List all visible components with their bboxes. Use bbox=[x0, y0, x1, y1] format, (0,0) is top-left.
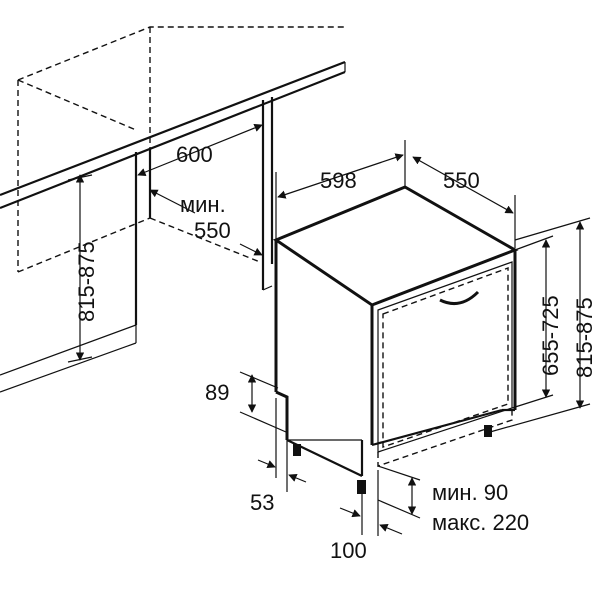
appliance-height-label: 815-875 bbox=[572, 297, 597, 378]
cabinet-depth-label: 550 bbox=[194, 218, 231, 243]
dimension-lines bbox=[67, 123, 591, 536]
foot-offset-label: 100 bbox=[330, 538, 367, 563]
plinth-height-label: 89 bbox=[205, 380, 229, 405]
gap-max-label: макс. 220 bbox=[432, 510, 529, 535]
appliance-depth-label: 550 bbox=[443, 168, 480, 193]
door-height-label: 655-725 bbox=[538, 295, 563, 376]
dishwasher-body bbox=[272, 185, 519, 494]
gap-min-label: мин. 90 bbox=[432, 480, 508, 505]
cabinet-outline bbox=[0, 26, 346, 393]
cabinet-depth-prefix-label: мин. bbox=[180, 192, 226, 217]
cabinet-width-label: 600 bbox=[176, 142, 213, 167]
appliance-width-label: 598 bbox=[320, 168, 357, 193]
cabinet-height-label: 815-875 bbox=[74, 241, 99, 322]
plinth-setback-label: 53 bbox=[250, 490, 274, 515]
